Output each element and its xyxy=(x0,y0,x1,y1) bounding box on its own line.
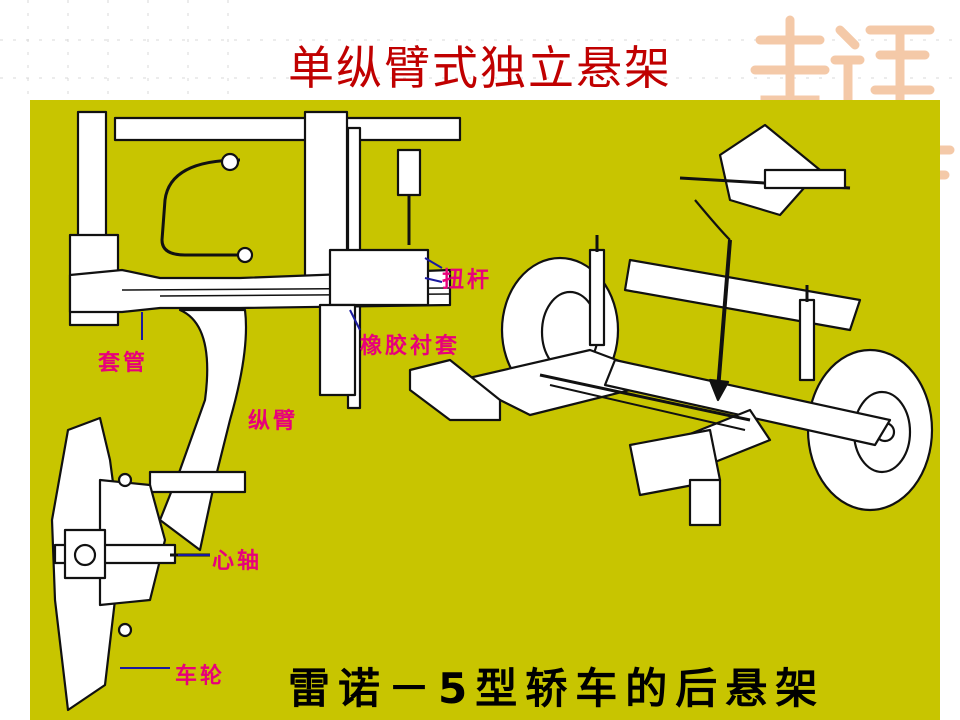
label-sleeve: 套管 xyxy=(98,351,149,376)
frame-beam xyxy=(113,116,462,142)
strut xyxy=(76,110,108,239)
label-rubber-bushing: 橡胶衬套 xyxy=(360,334,461,359)
trailing-arm xyxy=(158,308,248,552)
slide-title: 单纵臂式独立悬架 xyxy=(288,41,672,95)
figure-caption: 雷诺－5型轿车的后悬架 xyxy=(288,664,826,713)
label-trailing-arm: 纵臂 xyxy=(248,409,299,434)
label-wheel: 车轮 xyxy=(175,664,226,689)
leader-lines xyxy=(120,257,443,669)
diagram-panel: 扭杆 橡胶衬套 套管 纵臂 心轴 车轮 雷诺－5型轿车的后悬架 xyxy=(30,100,940,720)
label-torsion-bar: 扭杆 xyxy=(442,268,493,293)
label-spindle: 心轴 xyxy=(212,549,263,574)
brake-drum xyxy=(98,478,167,607)
suspension-drawing xyxy=(50,110,934,712)
axle-assembly xyxy=(408,123,934,527)
